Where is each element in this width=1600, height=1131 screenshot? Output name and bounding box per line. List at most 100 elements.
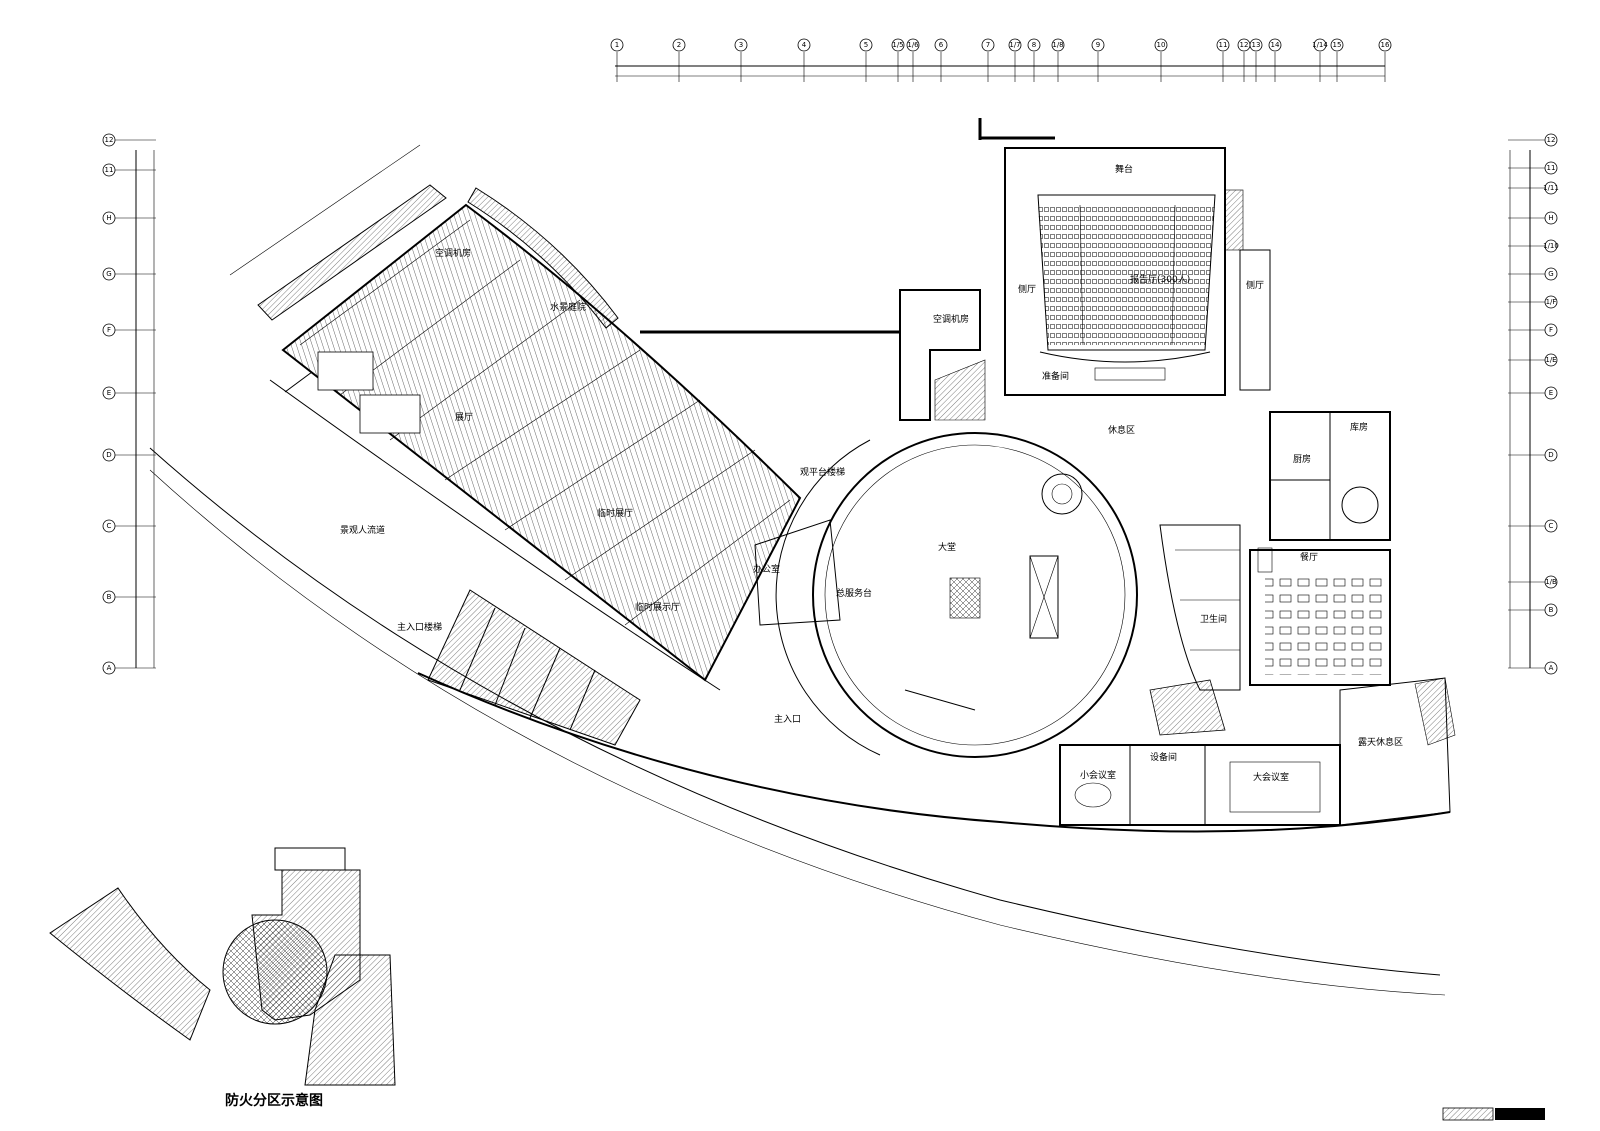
right-axis-bubble: 1/F [1544, 295, 1558, 309]
top-axis-bubble: 4 [797, 38, 811, 52]
right-axis-bubble: B [1544, 603, 1558, 617]
top-axis-bubble: 1/6 [906, 38, 920, 52]
inset-title: 防火分区示意图 [225, 1092, 323, 1109]
label-platform-stair: 观平台楼梯 [800, 466, 845, 478]
top-axis-bubble: 13 [1249, 38, 1263, 52]
svg-text:A: A [1549, 664, 1554, 672]
svg-text:1/11: 1/11 [1543, 184, 1559, 192]
left-axis-bubble: A [102, 661, 116, 675]
top-axis-bubble: 12 [1237, 38, 1251, 52]
label-equipment: 设备间 [1150, 751, 1177, 763]
left-axis-bubble: 11 [102, 163, 116, 177]
svg-text:11: 11 [105, 166, 114, 174]
outdoor-rest-area: 露天休息区 [1339, 677, 1456, 826]
label-auditorium: 舞台 [1115, 163, 1133, 175]
label-restaurant: 餐厅 [1300, 551, 1318, 563]
svg-text:15: 15 [1333, 41, 1342, 49]
label-service-desk: 总服务台 [836, 587, 872, 599]
label-exhibit-3: 临时展示厅 [635, 601, 680, 613]
label-meeting-small: 小会议室 [1080, 769, 1116, 781]
label-office: 办公室 [753, 563, 780, 575]
label-outdoor-rest: 露天休息区 [1358, 736, 1403, 748]
svg-text:G: G [1548, 270, 1553, 278]
left-axis-bubble: H [102, 211, 116, 225]
roof-band-north: 水景庭院 [467, 187, 619, 329]
left-axis-bubble: 12 [102, 133, 116, 147]
svg-text:D: D [1548, 451, 1553, 459]
label-rest-area: 休息区 [1108, 424, 1135, 436]
svg-text:H: H [1548, 214, 1553, 222]
svg-text:C: C [107, 522, 112, 530]
label-landscape-path: 景观人流道 [340, 524, 385, 536]
label-kitchen: 厨房 [1293, 453, 1311, 465]
svg-text:D: D [106, 451, 111, 459]
left-axis-bubble: B [102, 590, 116, 604]
svg-text:11: 11 [1219, 41, 1228, 49]
right-axis-bubble: 1/11 [1543, 181, 1559, 195]
central-rotunda: 大堂 总服务台 休息区 主入口 观平台楼梯 [774, 424, 1138, 758]
label-side-hall-2: 侧厅 [1246, 279, 1264, 291]
legend-box [1442, 1107, 1545, 1121]
label-main-stair: 主入口楼梯 [397, 621, 442, 633]
label-exhibit-2: 临时展厅 [597, 507, 633, 519]
top-axis-bubble: 1 [610, 38, 624, 52]
right-axis-bubble: 1/10 [1543, 239, 1559, 253]
svg-text:1/F: 1/F [1546, 298, 1557, 306]
top-axis-bubble: 1/14 [1312, 38, 1328, 52]
right-axis-bubble: E [1544, 386, 1558, 400]
top-axis-bubble: 1/7 [1008, 38, 1022, 52]
right-axis-bubble: H [1544, 211, 1558, 225]
right-axis-bubble: 12 [1544, 133, 1558, 147]
site-boundary-arcs [149, 447, 1451, 996]
svg-text:10: 10 [1157, 41, 1166, 49]
svg-text:1/14: 1/14 [1312, 41, 1328, 49]
svg-text:12: 12 [105, 136, 114, 144]
svg-text:12: 12 [1547, 136, 1556, 144]
top-axis-bubble: 7 [981, 38, 995, 52]
svg-text:1/B: 1/B [1545, 578, 1557, 586]
right-axis-bubble: C [1544, 519, 1558, 533]
label-main-entrance: 主入口 [774, 713, 801, 725]
fire-zone-inset: 防火分区示意图 [49, 847, 396, 1109]
label-aircon-1: 空调机房 [435, 247, 471, 259]
right-axis-bubble: D [1544, 448, 1558, 462]
top-axis-bubble: 11 [1216, 38, 1230, 52]
aircon-block-north: 空调机房 [640, 289, 986, 421]
svg-text:13: 13 [1252, 41, 1261, 49]
svg-text:1/7: 1/7 [1009, 41, 1020, 49]
label-aircon-2: 空调机房 [933, 313, 969, 325]
svg-text:2: 2 [677, 41, 681, 49]
top-axis-bubble: 3 [734, 38, 748, 52]
svg-text:1/10: 1/10 [1543, 242, 1559, 250]
right-axis-bubble: F [1544, 323, 1558, 337]
top-axis-bubble: 2 [672, 38, 686, 52]
left-axis-bubble: F [102, 323, 116, 337]
top-axis-bubble: 16 [1378, 38, 1392, 52]
right-axis-bubble: 1/E [1544, 353, 1558, 367]
meeting-rooms-block: 小会议室 大会议室 设备间 [1059, 744, 1341, 826]
svg-text:1/5: 1/5 [892, 41, 903, 49]
svg-text:B: B [1549, 606, 1554, 614]
svg-text:F: F [107, 326, 111, 334]
svg-text:7: 7 [986, 41, 990, 49]
svg-text:8: 8 [1032, 41, 1036, 49]
left-axis-bubble: D [102, 448, 116, 462]
svg-text:1/E: 1/E [1545, 356, 1556, 364]
svg-text:4: 4 [802, 41, 807, 49]
svg-text:G: G [106, 270, 111, 278]
main-entrance-stairs [427, 589, 641, 746]
toilet-block: 卫生间 [1149, 524, 1241, 736]
svg-text:11: 11 [1547, 164, 1556, 172]
right-axis-bubble: A [1544, 661, 1558, 675]
auditorium-block: 舞台 报告厅(300人) 准备间 侧厅 侧厅 [978, 118, 1271, 396]
svg-text:E: E [1549, 389, 1553, 397]
right-grid-column: 12 11 1/11H 1/10G 1/F F 1/E E D C 1/B B A [1508, 133, 1559, 675]
right-axis-bubble: 1/B [1544, 575, 1558, 589]
west-exhibition-wing: 空调机房 展厅 临时展厅 临时展示厅 [281, 203, 802, 682]
svg-text:F: F [1549, 326, 1553, 334]
label-meeting-large: 大会议室 [1253, 771, 1289, 783]
top-axis-bubble: 1/8 [1051, 38, 1065, 52]
top-axis-bubble: 14 [1268, 38, 1282, 52]
label-exhibit-1: 展厅 [455, 412, 473, 423]
